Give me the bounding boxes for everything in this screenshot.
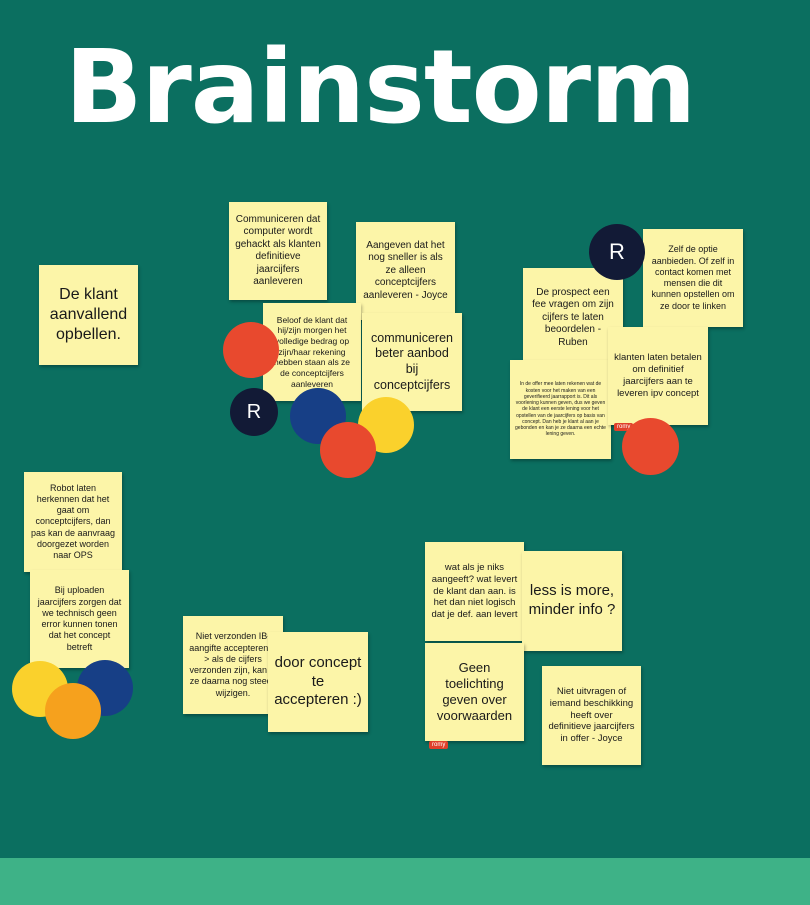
sticky-note[interactable]: Zelf de optie aanbieden. Of zelf in cont… bbox=[643, 229, 743, 327]
sticky-note[interactable]: Niet uitvragen of iemand beschikking hee… bbox=[542, 666, 641, 765]
sticky-note-text: Zelf de optie aanbieden. Of zelf in cont… bbox=[651, 244, 735, 311]
sticky-note-text: Niet verzonden IB-aangifte accepteren --… bbox=[189, 631, 277, 698]
sticky-note[interactable]: Robot laten herkennen dat het gaat om co… bbox=[24, 472, 122, 572]
avatar: R bbox=[230, 388, 278, 436]
sticky-note[interactable]: Beloof de klant dat hij/zijn morgen het … bbox=[263, 303, 361, 401]
author-tag: romy bbox=[429, 741, 449, 749]
sticky-note[interactable]: De prospect een fee vragen om zijn cijfe… bbox=[523, 268, 623, 368]
sticky-note[interactable]: Geen toelichting geven over voorwaarden bbox=[425, 643, 524, 741]
sticky-note[interactable]: Aangeven dat het nog sneller is als ze a… bbox=[356, 222, 455, 320]
sticky-note[interactable]: Niet verzonden IB-aangifte accepteren --… bbox=[183, 616, 283, 714]
sticky-note[interactable]: Communiceren dat computer wordt gehackt … bbox=[229, 202, 327, 300]
sticky-note[interactable]: wat als je niks aangeeft? wat levert de … bbox=[425, 542, 524, 641]
sticky-note-text: Beloof de klant dat hij/zijn morgen het … bbox=[273, 314, 351, 389]
author-tag: romy bbox=[614, 423, 634, 431]
vote-dot-red bbox=[622, 418, 679, 475]
sticky-note[interactable]: In de offer mee laten rekenen wat de kos… bbox=[510, 360, 611, 459]
sticky-note[interactable]: Bij uploaden jaarcijfers zorgen dat we t… bbox=[30, 570, 129, 668]
vote-dot-red bbox=[320, 422, 376, 478]
sticky-note-text: De prospect een fee vragen om zijn cijfe… bbox=[532, 286, 614, 348]
sticky-note-text: De klant aanvallend opbellen. bbox=[49, 286, 128, 343]
vote-dot-orange bbox=[45, 683, 101, 739]
sticky-note-text: less is more, minder info ? bbox=[528, 582, 616, 618]
sticky-note-text: door concept te accepteren :) bbox=[274, 653, 362, 709]
avatar: R bbox=[589, 224, 645, 280]
footer-band bbox=[0, 858, 810, 905]
sticky-note[interactable]: klanten laten betalen om definitief jaar… bbox=[608, 327, 708, 425]
sticky-note-text: klanten laten betalen om definitief jaar… bbox=[614, 352, 702, 399]
sticky-note-text: wat als je niks aangeeft? wat levert de … bbox=[431, 561, 518, 621]
sticky-note-text: In de offer mee laten rekenen wat de kos… bbox=[515, 381, 606, 438]
sticky-note-text: Communiceren dat computer wordt gehackt … bbox=[235, 213, 321, 288]
sticky-note-text: Bij uploaden jaarcijfers zorgen dat we t… bbox=[37, 585, 122, 652]
sticky-note-text: Geen toelichting geven over voorwaarden bbox=[436, 659, 513, 724]
sticky-note[interactable]: less is more, minder info ? bbox=[522, 551, 622, 651]
sticky-note-text: Robot laten herkennen dat het gaat om co… bbox=[30, 482, 116, 561]
sticky-note-text: Niet uitvragen of iemand beschikking hee… bbox=[548, 685, 635, 745]
sticky-note[interactable]: De klant aanvallend opbellen. bbox=[39, 265, 138, 365]
sticky-note-text: communiceren beter aanbod bij conceptcij… bbox=[371, 330, 453, 392]
sticky-note[interactable]: communiceren beter aanbod bij conceptcij… bbox=[362, 313, 462, 411]
sticky-note-text: Aangeven dat het nog sneller is als ze a… bbox=[363, 239, 448, 301]
sticky-note[interactable]: door concept te accepteren :) bbox=[268, 632, 368, 732]
vote-dot-red bbox=[223, 322, 279, 378]
board-title: Brainstorm bbox=[64, 28, 697, 147]
